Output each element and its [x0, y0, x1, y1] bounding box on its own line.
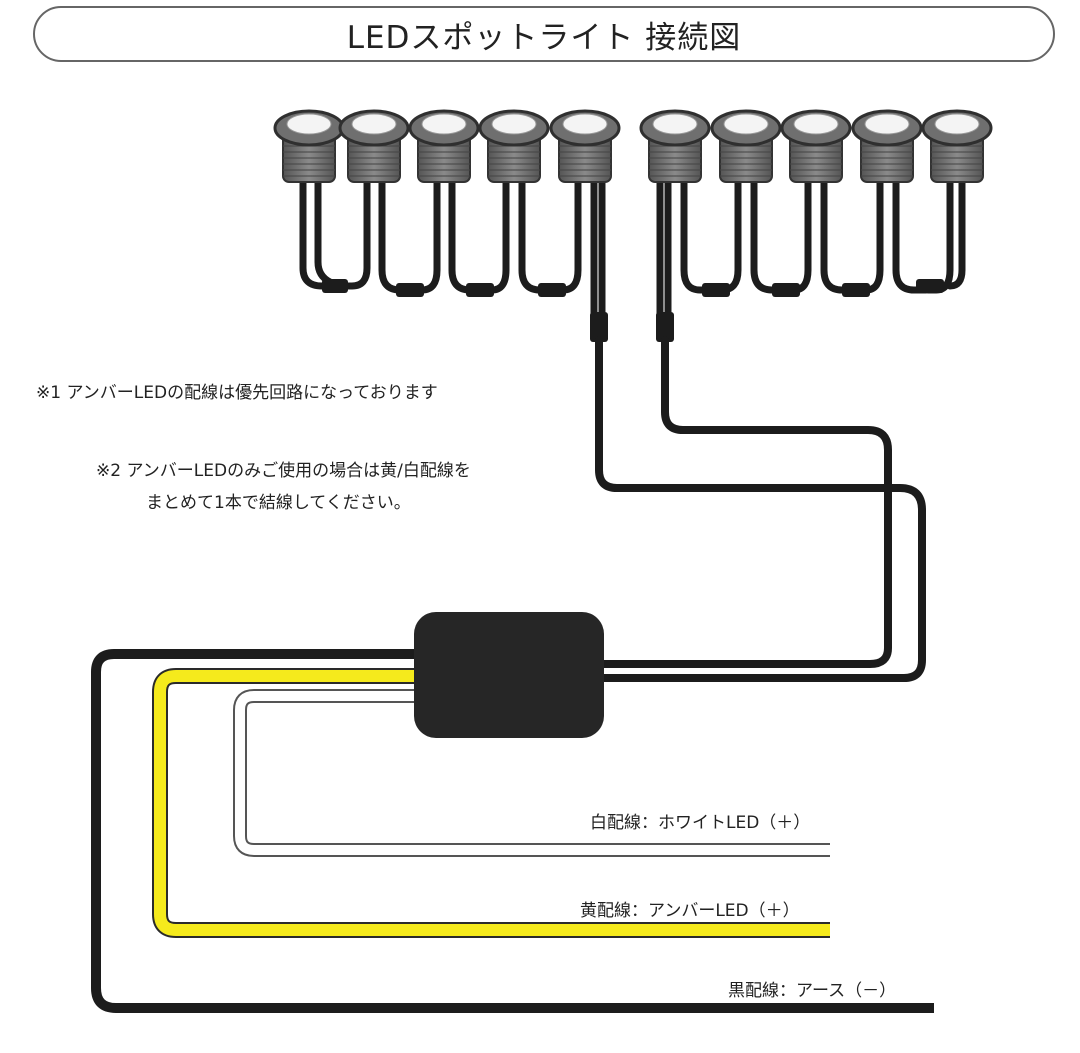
connector	[538, 283, 566, 297]
black-wire	[91, 649, 934, 1013]
led-spotlight-icon	[408, 109, 480, 183]
connector	[842, 283, 870, 297]
spotlights	[273, 109, 993, 183]
controller-box-icon	[414, 612, 604, 738]
note-2-line-1: ※2 アンバーLEDのみご使用の場合は黄/白配線を	[96, 461, 471, 481]
connector	[322, 279, 348, 293]
yellow-wire-label: 黄配線：アンバーLED（＋）	[580, 901, 800, 921]
connector	[916, 279, 944, 293]
note-2-line-2: まとめて1本で結線してください。	[146, 493, 411, 513]
connector	[396, 283, 424, 297]
white-wire-label: 白配線：ホワイトLED（＋）	[590, 813, 811, 833]
yellow-wire	[154, 670, 830, 936]
led-spotlight-icon	[549, 109, 621, 183]
note-1: ※1 アンバーLEDの配線は優先回路になっております	[36, 383, 438, 403]
connector	[772, 283, 800, 297]
wire-connectors	[322, 279, 944, 342]
led-spotlight-icon	[851, 109, 923, 183]
main-cables	[595, 336, 926, 682]
led-spotlight-icon	[478, 109, 550, 183]
led-spotlight-icon	[338, 109, 410, 183]
white-wire	[235, 691, 830, 855]
connector	[466, 283, 494, 297]
diagram-title: LEDスポットライト 接続図	[33, 6, 1055, 62]
title-text: LEDスポットライト 接続図	[346, 19, 742, 56]
led-spotlight-icon	[710, 109, 782, 183]
connector	[656, 312, 674, 342]
connector	[702, 283, 730, 297]
black-wire-label: 黒配線：アース（－）	[728, 981, 897, 1001]
connector	[590, 312, 608, 342]
led-spotlight-icon	[780, 109, 852, 183]
led-spotlight-icon	[921, 109, 993, 183]
led-spotlight-icon	[273, 109, 345, 183]
light-wires	[299, 174, 966, 324]
led-spotlight-icon	[639, 109, 711, 183]
